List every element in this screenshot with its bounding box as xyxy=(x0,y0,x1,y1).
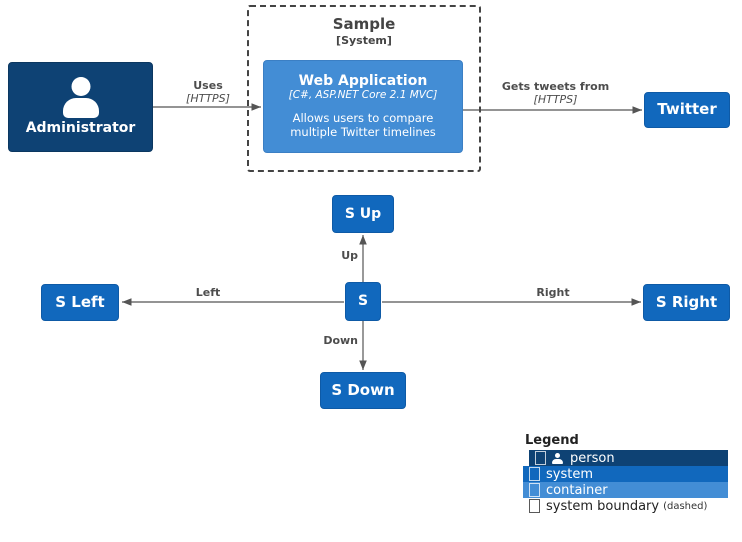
system-boundary-sample: Sample [System] xyxy=(247,5,481,172)
legend-title: Legend xyxy=(525,433,579,448)
legend-row-person-label: person xyxy=(570,450,615,466)
edge-label-gets-tweets-main: Gets tweets from xyxy=(501,80,610,93)
node-s-center-label: S xyxy=(357,293,369,310)
boundary-title: Sample xyxy=(332,15,396,33)
edge-label-gets-tweets-tech: [HTTPS] xyxy=(533,93,578,107)
box-glyph-icon xyxy=(529,467,540,481)
node-s-up-label: S Up xyxy=(344,205,382,222)
edge-label-uses-main: Uses xyxy=(193,79,223,92)
node-web-application-tech: [C#, ASP.NET Core 2.1 MVC] xyxy=(288,89,438,102)
legend-row-system: system xyxy=(523,466,728,482)
node-s-center[interactable]: S xyxy=(345,282,381,321)
node-web-application[interactable]: Web Application [C#, ASP.NET Core 2.1 MV… xyxy=(263,60,463,153)
edge-label-gets-tweets: Gets tweets from [HTTPS] xyxy=(478,80,633,106)
edge-label-down: Down xyxy=(323,334,358,347)
legend-row-person: person xyxy=(529,450,728,466)
edge-label-uses: Uses [HTTPS] xyxy=(168,79,248,105)
edge-label-up: Up xyxy=(341,249,358,262)
node-web-application-title: Web Application xyxy=(298,73,428,90)
box-glyph-icon xyxy=(529,499,540,513)
node-s-down[interactable]: S Down xyxy=(320,372,406,409)
person-icon xyxy=(552,452,563,464)
legend-row-system-boundary-note: (dashed) xyxy=(663,500,708,512)
node-web-application-description: Allows users to compare multiple Twitter… xyxy=(290,110,436,140)
node-s-right[interactable]: S Right xyxy=(643,284,730,321)
boundary-subtitle: [System] xyxy=(336,34,392,47)
node-administrator-label: Administrator xyxy=(25,120,136,137)
node-s-up[interactable]: S Up xyxy=(332,195,394,233)
node-s-down-label: S Down xyxy=(331,380,395,399)
node-s-right-label: S Right xyxy=(655,292,718,311)
box-glyph-icon xyxy=(529,483,540,497)
node-s-left[interactable]: S Left xyxy=(41,284,119,321)
person-icon xyxy=(59,77,103,119)
box-glyph-icon xyxy=(535,451,546,465)
legend-row-system-boundary: system boundary (dashed) xyxy=(523,498,728,514)
node-twitter-label: Twitter xyxy=(657,100,717,119)
legend: Legend person system container system bo… xyxy=(523,433,728,514)
edge-label-uses-tech: [HTTPS] xyxy=(186,92,230,106)
edge-label-right: Right xyxy=(536,286,570,299)
legend-row-container-label: container xyxy=(546,482,608,498)
legend-row-system-label: system xyxy=(546,466,593,482)
node-administrator[interactable]: Administrator xyxy=(8,62,153,152)
node-twitter[interactable]: Twitter xyxy=(644,92,730,128)
edge-label-left: Left xyxy=(195,286,221,299)
node-s-left-label: S Left xyxy=(55,292,105,311)
legend-row-container: container xyxy=(523,482,728,498)
legend-row-system-boundary-label: system boundary xyxy=(546,498,660,514)
